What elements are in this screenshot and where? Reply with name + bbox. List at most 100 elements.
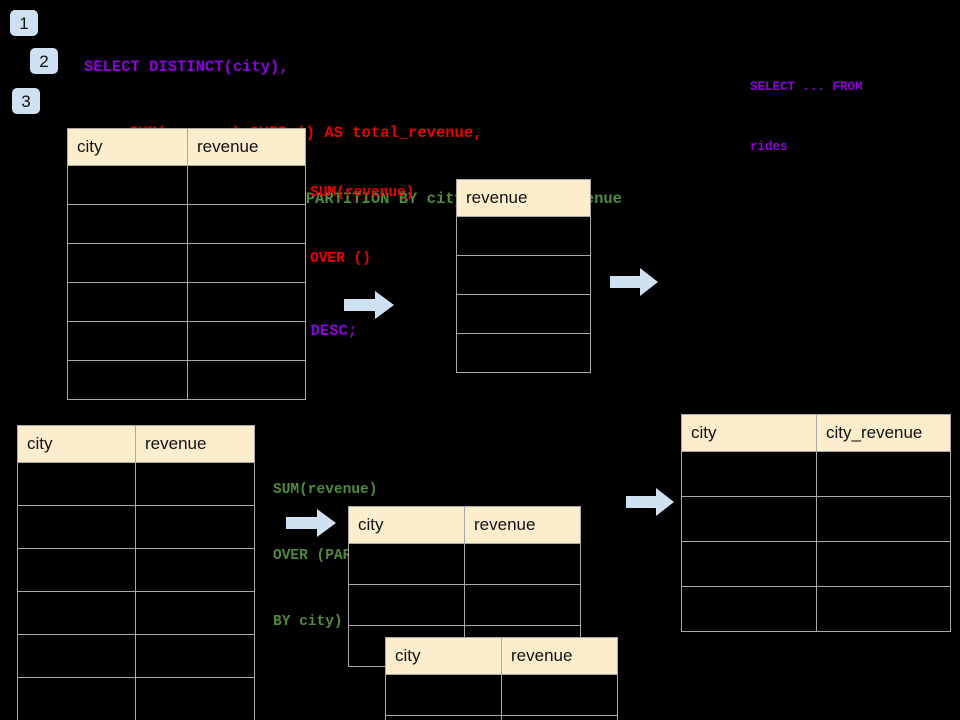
cell-city <box>17 591 136 635</box>
source-table-bottom-body <box>17 462 255 720</box>
table-header-row: city city_revenue <box>681 414 951 452</box>
cell-revenue <box>456 294 591 334</box>
cell-revenue <box>187 321 306 361</box>
table-row <box>17 462 255 506</box>
cell-revenue <box>187 282 306 322</box>
cell-revenue <box>464 584 581 626</box>
annotation-total-window-line-2: OVER () <box>310 251 371 267</box>
cell-city-revenue <box>816 586 951 632</box>
result-table: city city_revenue <box>681 414 951 632</box>
cell-city <box>17 462 136 506</box>
step-badge-2: 2 <box>30 48 58 74</box>
table-row <box>681 586 951 632</box>
annotation-partition-window-line-3: BY city) <box>273 614 343 630</box>
cell-city <box>67 360 188 400</box>
column-header-city: city <box>681 414 817 452</box>
table-row <box>67 165 306 205</box>
cell-city <box>681 496 817 542</box>
table-row <box>348 543 581 585</box>
annotation-partition-window-line-1: SUM(revenue) <box>273 482 378 498</box>
total-revenue-table-body <box>456 216 591 373</box>
arrow-source-to-partition <box>286 509 336 537</box>
source-table-bottom: city revenue <box>17 425 255 720</box>
cell-city <box>348 543 465 585</box>
annotation-total-window: SUM(revenue) OVER () <box>310 138 414 314</box>
table-row <box>67 204 306 244</box>
table-row <box>17 677 255 720</box>
sql-line-select: SELECT DISTINCT(city), <box>84 58 289 76</box>
cell-city <box>17 548 136 592</box>
column-header-revenue: revenue <box>456 179 591 217</box>
table-row <box>385 674 618 716</box>
table-row <box>456 333 591 373</box>
arrow-source-to-total <box>344 291 394 319</box>
cell-city <box>681 541 817 587</box>
cell-city <box>67 165 188 205</box>
cell-city <box>67 204 188 244</box>
cell-city-revenue <box>816 451 951 497</box>
cell-revenue <box>456 333 591 373</box>
partition-table-b: city revenue <box>385 637 618 720</box>
result-table-body <box>681 451 951 632</box>
sidenote-select-from-rides: SELECT ... FROM rides <box>750 37 863 197</box>
source-table-top: city revenue <box>67 128 306 400</box>
table-row <box>681 451 951 497</box>
table-row <box>67 282 306 322</box>
cell-revenue <box>187 165 306 205</box>
table-row <box>385 715 618 720</box>
column-header-revenue: revenue <box>135 425 255 463</box>
table-header-row: city revenue <box>385 637 618 675</box>
column-header-revenue: revenue <box>464 506 581 544</box>
source-table-top-body <box>67 165 306 400</box>
cell-revenue <box>187 360 306 400</box>
table-row <box>17 505 255 549</box>
step-badge-2-label: 2 <box>39 51 49 71</box>
cell-revenue <box>135 462 255 506</box>
cell-city <box>67 243 188 283</box>
table-row <box>681 541 951 587</box>
table-row <box>67 321 306 361</box>
arrow-total-to-result <box>610 268 658 296</box>
cell-revenue <box>187 204 306 244</box>
column-header-revenue: revenue <box>501 637 618 675</box>
column-header-city: city <box>67 128 188 166</box>
table-row <box>17 634 255 678</box>
cell-city <box>385 715 502 720</box>
cell-revenue <box>501 674 618 716</box>
sidenote-line-2: rides <box>750 140 788 154</box>
cell-city <box>17 677 136 720</box>
cell-city <box>67 282 188 322</box>
table-row <box>17 591 255 635</box>
cell-city-revenue <box>816 496 951 542</box>
column-header-city-revenue: city_revenue <box>816 414 951 452</box>
cell-revenue <box>135 634 255 678</box>
table-row <box>456 255 591 295</box>
table-row <box>348 584 581 626</box>
cell-city <box>385 674 502 716</box>
cell-revenue <box>187 243 306 283</box>
cell-revenue <box>135 677 255 720</box>
step-badge-1: 1 <box>10 10 38 36</box>
annotation-total-window-line-1: SUM(revenue) <box>310 185 415 201</box>
table-row <box>681 496 951 542</box>
cell-revenue <box>135 591 255 635</box>
cell-city <box>67 321 188 361</box>
partition-table-b-body <box>385 674 618 720</box>
cell-city-revenue <box>816 541 951 587</box>
cell-city <box>681 451 817 497</box>
table-row <box>67 243 306 283</box>
table-header-row: city revenue <box>17 425 255 463</box>
column-header-city: city <box>348 506 465 544</box>
cell-city <box>681 586 817 632</box>
column-header-city: city <box>385 637 502 675</box>
step-badge-3-label: 3 <box>21 91 31 111</box>
step-badge-1-label: 1 <box>19 13 29 33</box>
step-badge-3: 3 <box>12 88 40 114</box>
total-revenue-table: revenue <box>456 179 591 373</box>
cell-city <box>17 634 136 678</box>
cell-revenue <box>501 715 618 720</box>
cell-city <box>17 505 136 549</box>
table-header-row: city revenue <box>67 128 306 166</box>
cell-revenue <box>456 255 591 295</box>
